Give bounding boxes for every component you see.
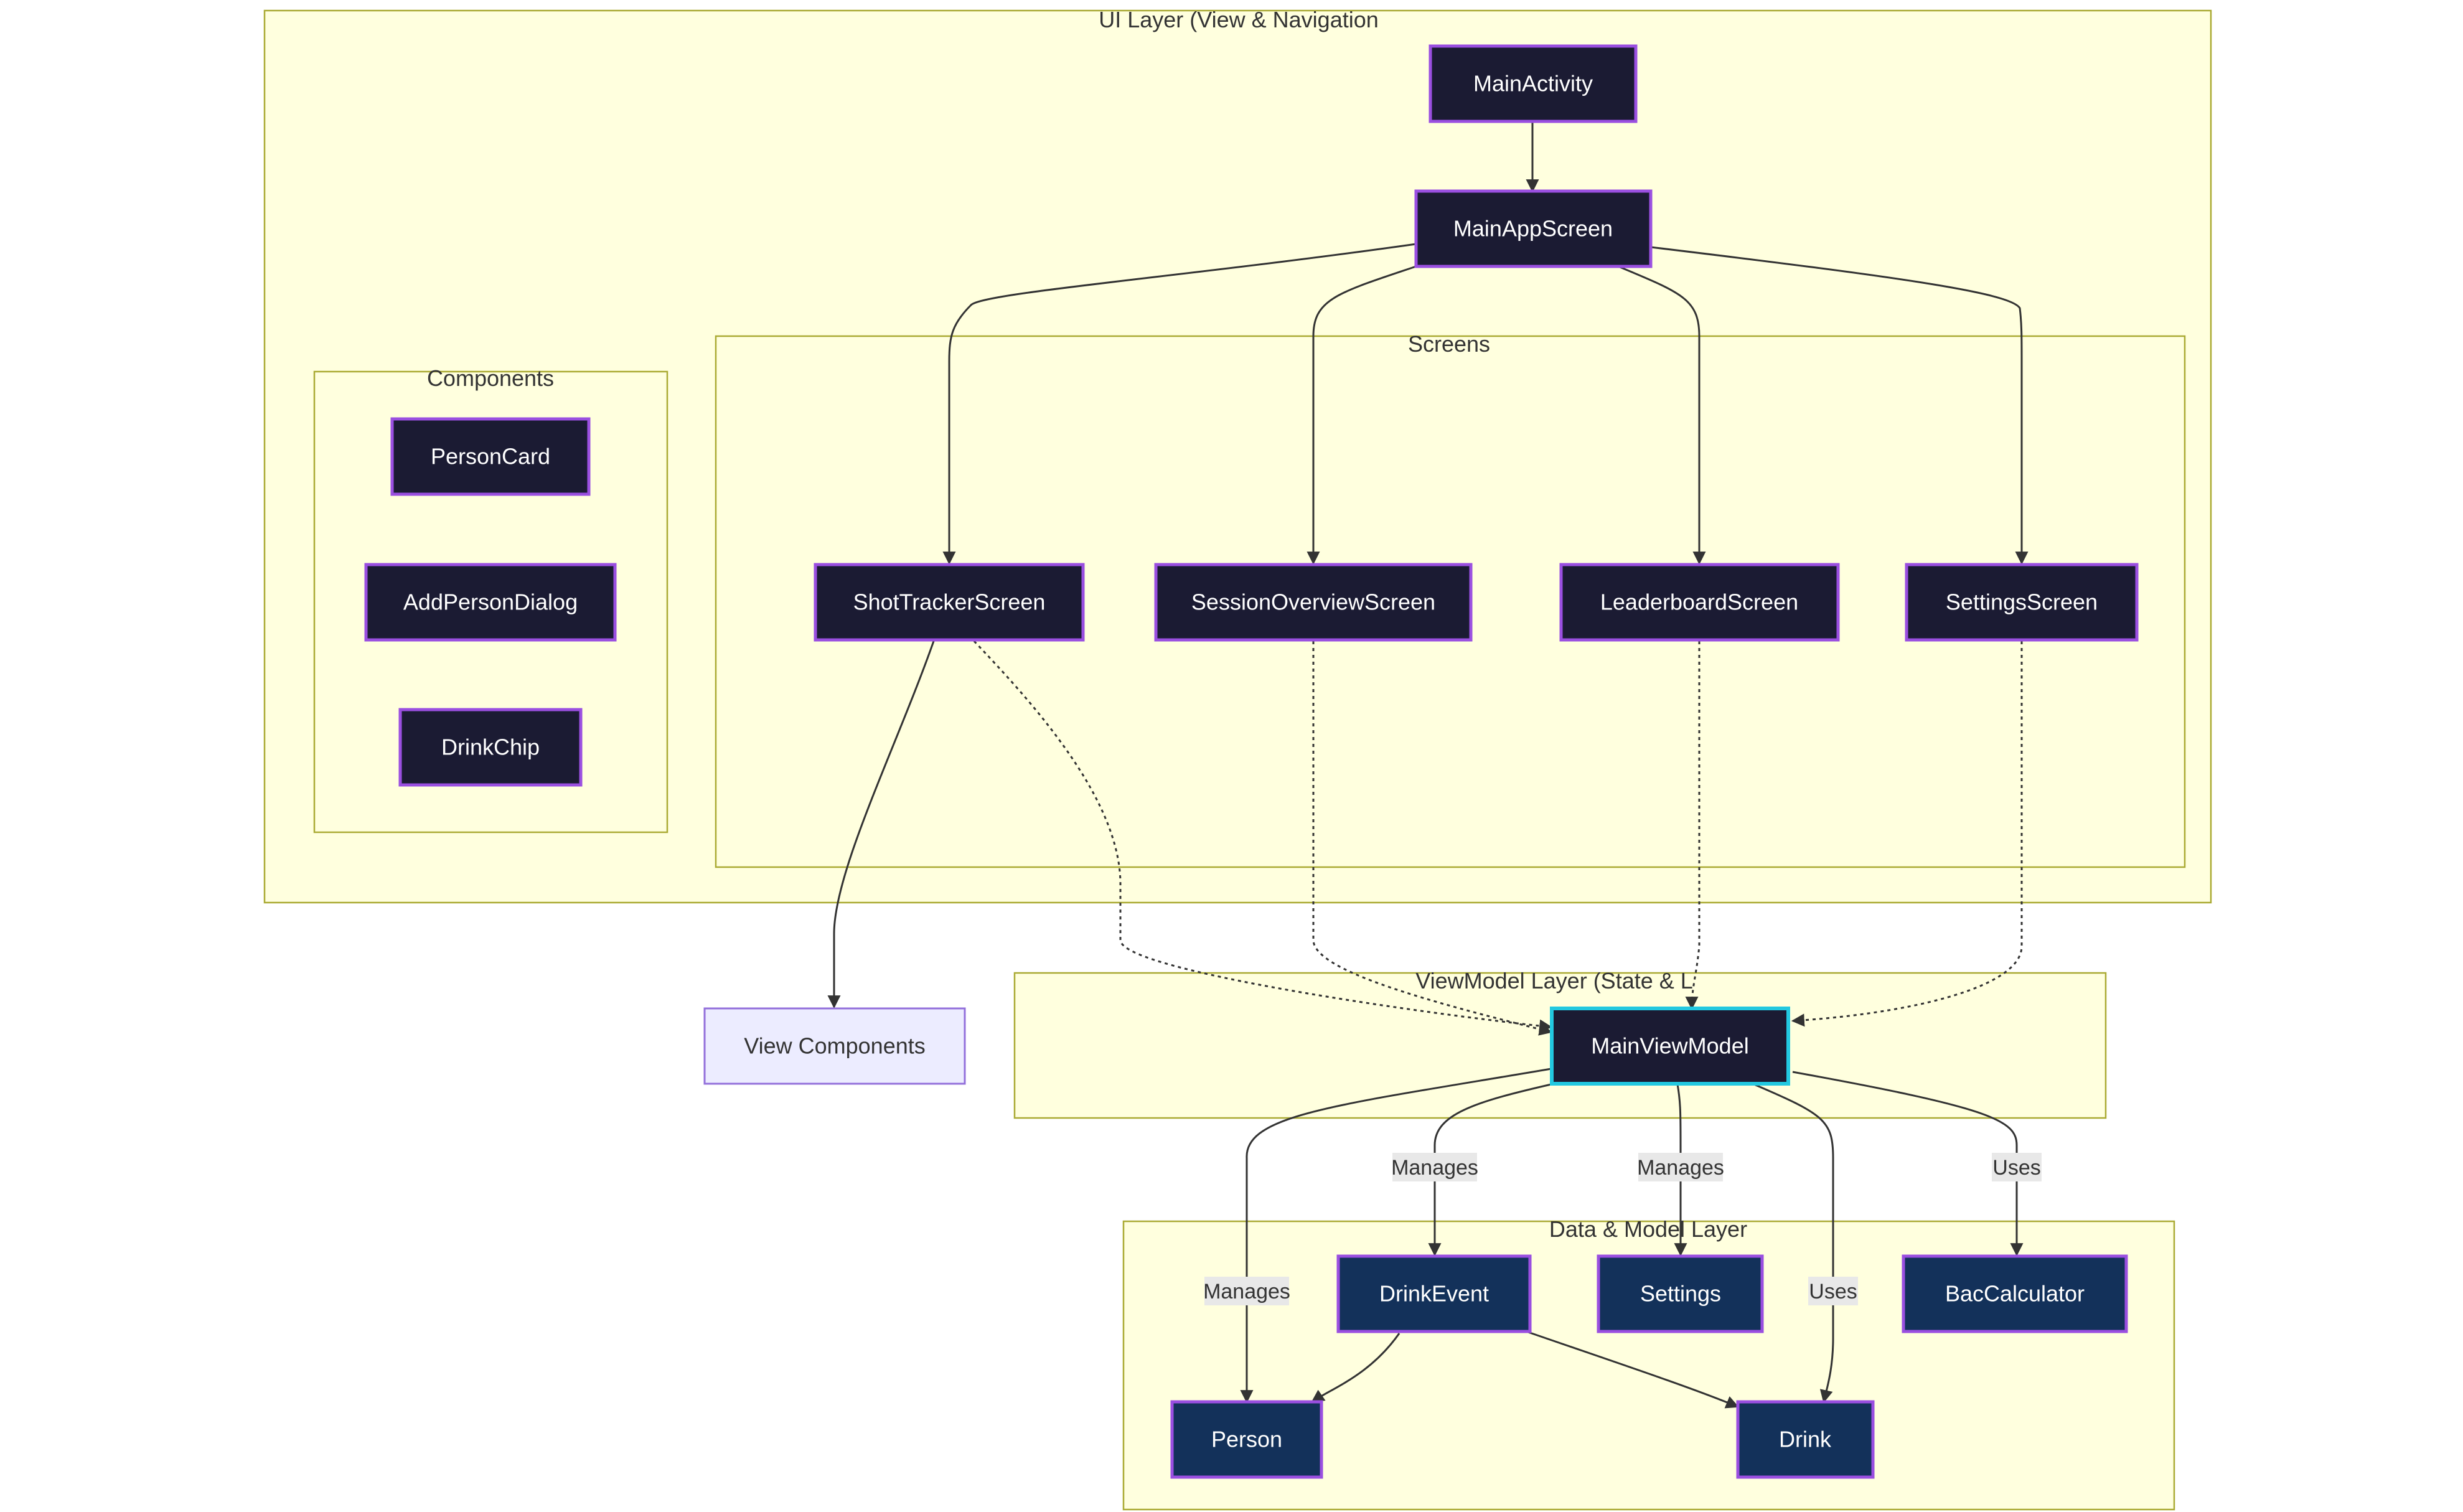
edge-mainviewmodel-person — [1240, 1068, 1552, 1404]
edge-label-text: Manages — [1391, 1156, 1478, 1180]
edge-label-manages-drinkevent: Manages — [1391, 1153, 1478, 1181]
node-label: View Components — [744, 1033, 926, 1059]
node-label: AddPersonDialog — [403, 589, 578, 615]
node-label: MainAppScreen — [1453, 216, 1613, 242]
edge-mainappscreen-sessionoverview — [1307, 265, 1417, 565]
edge-mainviewmodel-drinkevent — [1428, 1083, 1552, 1257]
edge-label-text: Uses — [1992, 1156, 2040, 1180]
node-label: SessionOverviewScreen — [1191, 589, 1435, 615]
node-label: PersonCard — [431, 444, 550, 469]
edge-label-manages-person: Manages — [1203, 1277, 1290, 1305]
edge-mainappscreen-settingsscreen — [1650, 246, 2029, 565]
components-title: Components — [427, 365, 554, 391]
node-settings: Settings — [1597, 1254, 1764, 1333]
node-label: ShotTrackerScreen — [853, 589, 1046, 615]
edge-drinkevent-person — [1311, 1333, 1400, 1403]
node-leaderboard-screen: LeaderboardScreen — [1559, 563, 1840, 642]
node-view-components: View Components — [703, 1007, 966, 1085]
edge-leaderboard-mainviewmodel — [1685, 641, 1701, 1010]
edge-mainappscreen-leaderboard — [1618, 265, 1706, 565]
node-bac-calculator: BacCalculator — [1902, 1254, 2128, 1333]
edge-shottracker-mainviewmodel — [973, 640, 1553, 1033]
node-label: DrinkChip — [441, 735, 540, 760]
edge-label-manages-settings: Manages — [1637, 1153, 1724, 1181]
edge-mainviewmodel-baccalculator — [1792, 1071, 2024, 1257]
viewmodel-layer-title: ViewModel Layer (State & L — [1415, 968, 1693, 993]
edge-label-uses-drink: Uses — [1808, 1277, 1858, 1305]
edge-drinkevent-drink — [1527, 1331, 1739, 1409]
edge-settingsscreen-mainviewmodel — [1791, 641, 2023, 1027]
node-drink: Drink — [1736, 1400, 1875, 1479]
node-session-overview-screen: SessionOverviewScreen — [1154, 563, 1473, 642]
node-label: DrinkEvent — [1379, 1281, 1489, 1307]
screens-title: Screens — [1408, 331, 1490, 357]
edge-label-text: Uses — [1809, 1280, 1857, 1303]
node-main-app-screen: MainAppScreen — [1414, 189, 1653, 268]
edges — [827, 123, 2029, 1409]
node-label: SettingsScreen — [1946, 589, 2098, 615]
edge-label-text: Manages — [1203, 1280, 1290, 1303]
node-label: BacCalculator — [1945, 1281, 2085, 1307]
node-shot-tracker-screen: ShotTrackerScreen — [814, 563, 1085, 642]
edge-mainappscreen-shottracker — [942, 243, 1417, 565]
node-label: LeaderboardScreen — [1600, 589, 1798, 615]
node-label: MainViewModel — [1591, 1033, 1748, 1059]
node-label: Person — [1211, 1427, 1282, 1452]
node-main-view-model: MainViewModel — [1550, 1007, 1790, 1086]
edge-label-uses-baccalculator: Uses — [1992, 1153, 2042, 1181]
node-drink-chip: DrinkChip — [398, 708, 583, 787]
node-add-person-dialog: AddPersonDialog — [364, 563, 617, 642]
node-person: Person — [1170, 1400, 1323, 1479]
node-label: MainActivity — [1473, 71, 1593, 96]
data-layer-title: Data & Model Layer — [1549, 1216, 1747, 1242]
node-person-card: PersonCard — [390, 417, 591, 496]
node-drink-event: DrinkEvent — [1336, 1254, 1532, 1333]
edge-mainviewmodel-settings — [1674, 1084, 1687, 1257]
node-label: Settings — [1640, 1281, 1721, 1307]
edge-shottracker-viewcomponents — [827, 641, 935, 1009]
node-label: Drink — [1779, 1427, 1832, 1452]
ui-layer-title: UI Layer (View & Navigation — [1099, 7, 1379, 32]
edge-sessionoverview-mainviewmodel — [1312, 641, 1553, 1036]
node-settings-screen: SettingsScreen — [1905, 563, 2139, 642]
edge-mainviewmodel-drink — [1753, 1083, 1834, 1404]
node-main-activity: MainActivity — [1429, 44, 1638, 123]
edge-label-text: Manages — [1637, 1156, 1724, 1180]
